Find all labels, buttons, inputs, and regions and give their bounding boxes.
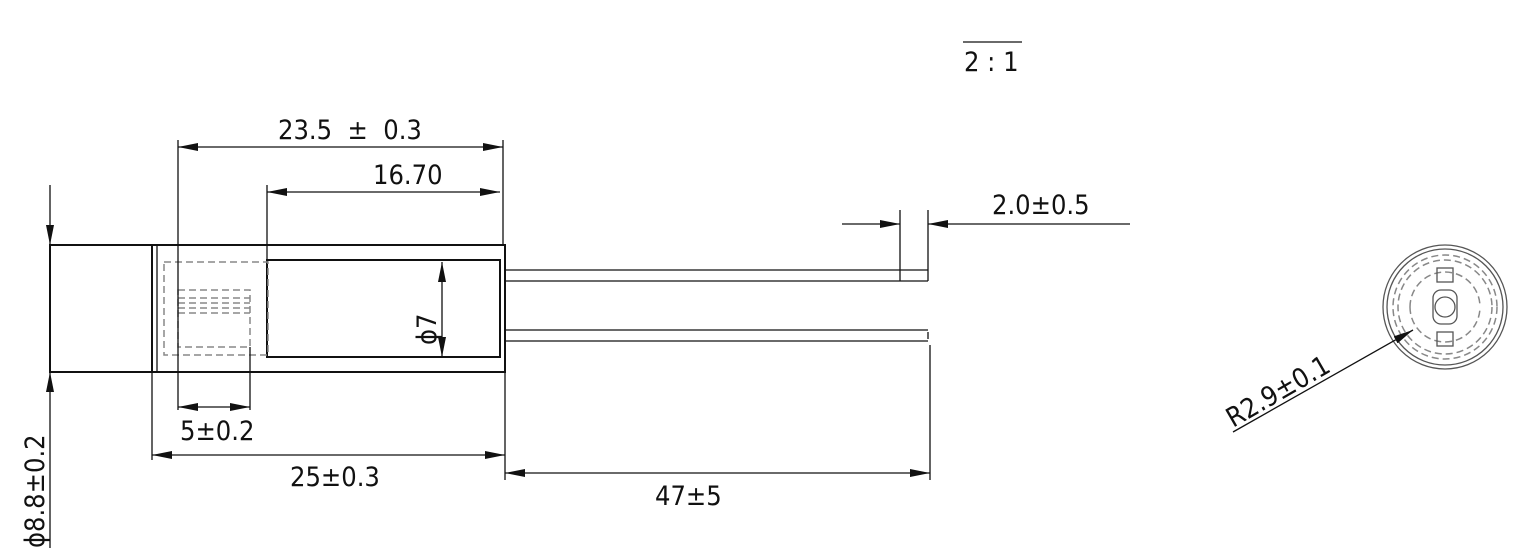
dim-overall-body-length: 23.5 ± 0.3	[177, 115, 504, 410]
dim-body-length: 25±0.3	[151, 372, 506, 493]
svg-text:47±5: 47±5	[655, 481, 722, 512]
svg-text:5±0.2: 5±0.2	[180, 416, 254, 447]
dim-lead-length: 47±5	[505, 345, 931, 512]
dim-slot-length: 5±0.2	[178, 347, 254, 447]
end-cap	[49, 244, 153, 373]
svg-text:ϕ8.8±0.2: ϕ8.8±0.2	[20, 434, 51, 548]
component-side-view	[49, 210, 929, 373]
svg-text:ϕ7: ϕ7	[412, 314, 443, 345]
dim-outer-diameter: ϕ8.8±0.2	[20, 185, 54, 548]
svg-text:R2.9±0.1: R2.9±0.1	[1221, 350, 1336, 434]
scale-label: 2 : 1	[963, 41, 1022, 78]
dim-inner-length: 16.70	[266, 160, 500, 260]
lead-wires	[505, 210, 929, 342]
svg-text:23.5 ± 0.3: 23.5 ± 0.3	[278, 115, 422, 146]
dim-radius: R2.9±0.1	[1221, 329, 1414, 434]
dim-inner-diameter: ϕ7	[412, 262, 446, 357]
svg-text:25±0.3: 25±0.3	[290, 462, 380, 493]
hidden-outline	[163, 261, 269, 356]
body	[151, 244, 506, 373]
inner-element	[266, 259, 501, 358]
dim-lead-bend: 2.0±0.5	[842, 190, 1130, 228]
component-end-view	[1382, 244, 1508, 370]
svg-text:16.70: 16.70	[373, 160, 443, 191]
svg-text:2 : 1: 2 : 1	[964, 47, 1019, 78]
svg-text:2.0±0.5: 2.0±0.5	[992, 190, 1090, 221]
